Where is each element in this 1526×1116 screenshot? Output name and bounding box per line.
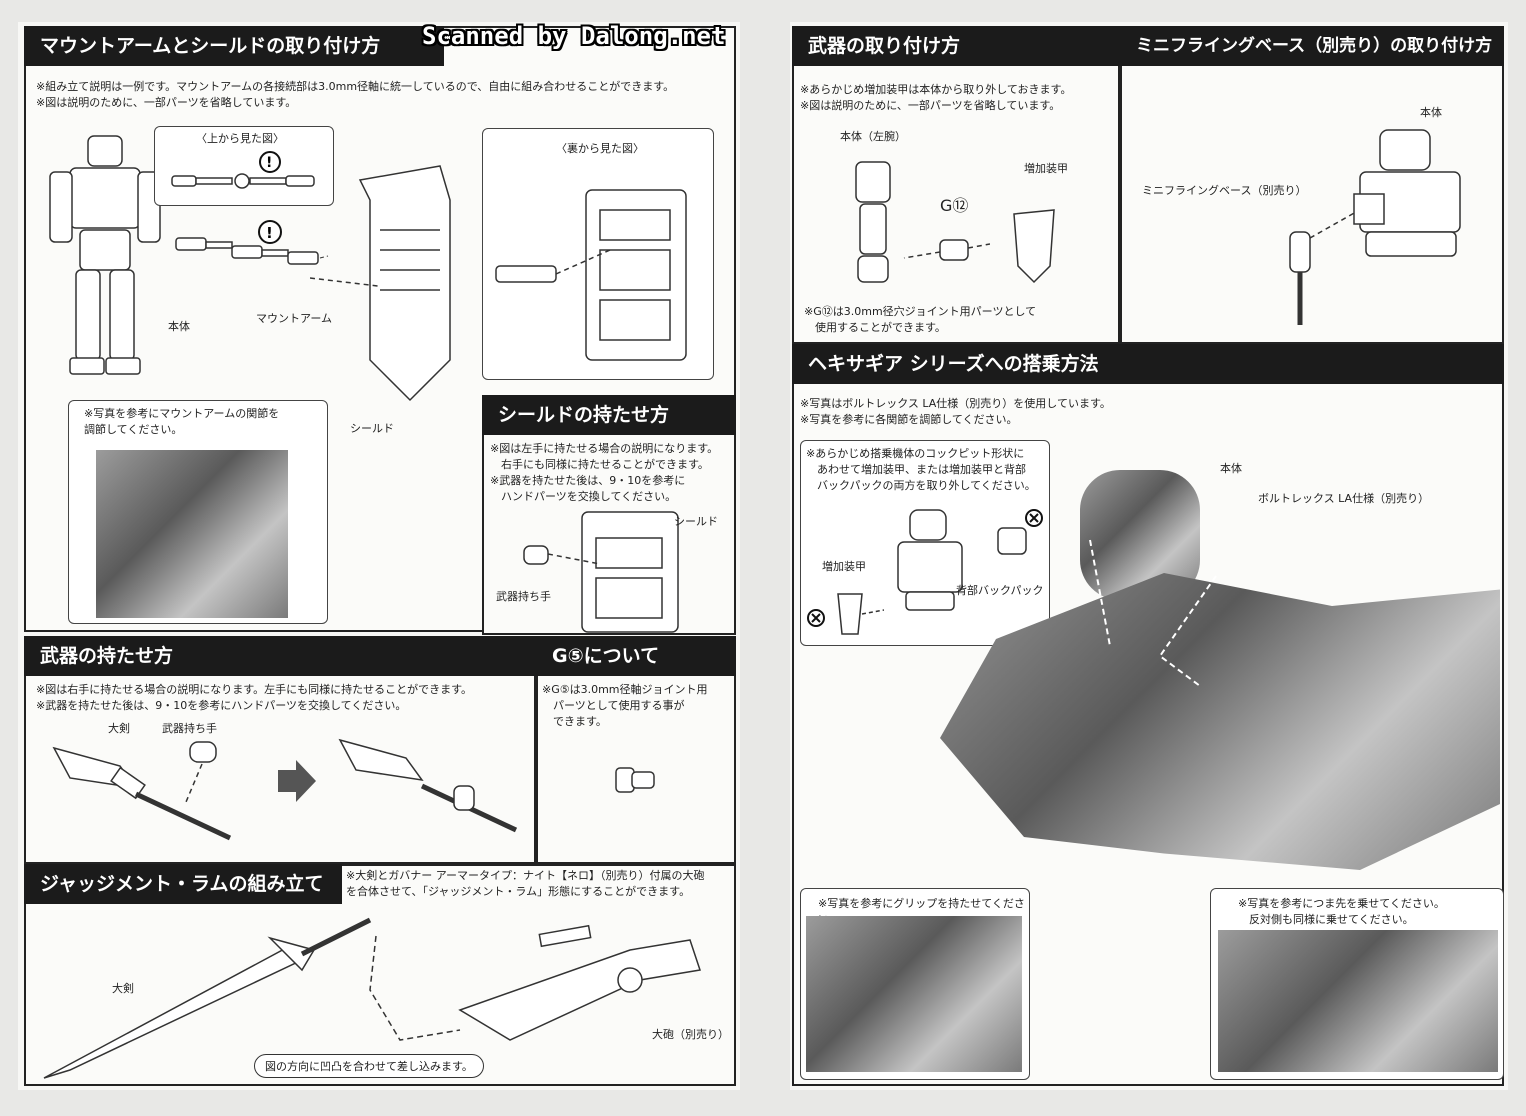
mount-label-arm: マウントアーム bbox=[256, 312, 333, 325]
mini-base-label-base: ミニフライングベース（別売り） bbox=[1142, 184, 1307, 197]
removed-armor-illustration bbox=[807, 593, 884, 635]
weapon-attach-label-part: G⑫ bbox=[940, 196, 969, 215]
hexa-inset-note: ※あらかじめ搭乗機体のコックピット形状に あわせて増加装甲、または増加装甲と背部… bbox=[806, 447, 1036, 492]
armor-part-illustration bbox=[1013, 209, 1055, 284]
weapon-hold-notes: ※図は右手に持たせる場合の説明になります。左手にも同様に持たせることができます。… bbox=[36, 683, 473, 712]
sword-with-hand-illustration bbox=[338, 738, 518, 833]
weapon-attach-notes: ※あらかじめ増加装甲は本体から取り外しておきます。 ※図は説明のために、一部パー… bbox=[800, 83, 1072, 112]
mini-base-label-body: 本体 bbox=[1420, 106, 1442, 119]
g12-part-illustration bbox=[903, 239, 990, 261]
toe-photo bbox=[1218, 930, 1498, 1072]
judgment-ram-notes: ※大剣とガバナー アーマータイプ：ナイト【ネロ】（別売り）付属の大砲 を合体させ… bbox=[346, 869, 705, 898]
weapon-attach-title: 武器の取り付け方 bbox=[792, 26, 1120, 66]
weapon-hold-label-sword: 大剣 bbox=[108, 722, 130, 735]
hexa-toe-note: ※写真を参考につま先を乗せてください。 反対側も同様に乗せてください。 bbox=[1238, 897, 1445, 926]
hexa-label-body: 本体 bbox=[1220, 462, 1242, 475]
back-view-label: 〈裏から見た図〉 bbox=[556, 142, 644, 155]
weapon-attach-foot-note: ※G⑫は3.0mm径穴ジョイント用パーツとして 使用することができます。 bbox=[804, 305, 1037, 334]
mini-base-illustration bbox=[1289, 129, 1461, 325]
weapon-attach-section bbox=[792, 26, 1120, 344]
mount-arm-title: マウントアームとシールドの取り付け方 bbox=[24, 26, 444, 66]
svg-text:!: ! bbox=[266, 224, 273, 242]
judgment-label-sword: 大剣 bbox=[112, 982, 134, 995]
judgment-label-cannon: 大砲（別売り） bbox=[652, 1028, 729, 1041]
hexa-dashed-guides bbox=[1089, 539, 1217, 687]
shield-illustration bbox=[358, 165, 451, 402]
shield-hold-label-hand: 武器持ち手 bbox=[496, 590, 551, 603]
mount-photo-note: ※写真を参考にマウントアームの関節を 調節してください。 bbox=[84, 407, 280, 436]
weapon-hold-title: 武器の持たせ方 bbox=[24, 636, 536, 676]
hexa-label-bolt: ボルトレックス LA仕様（別売り） bbox=[1258, 492, 1430, 505]
mini-base-title: ミニフライングベース（別売り）の取り付け方 bbox=[1120, 26, 1504, 66]
mount-label-shield: シールド bbox=[350, 422, 394, 435]
scan-watermark: Scanned by Dalong.net bbox=[422, 22, 726, 50]
g5-joint-part-illustration bbox=[615, 767, 655, 793]
top-view-label: 〈上から見た図〉 bbox=[196, 132, 284, 145]
weapon-attach-label-body: 本体（左腕） bbox=[840, 130, 906, 143]
hand-part-illustration bbox=[185, 741, 217, 803]
hexa-label-armor: 増加装甲 bbox=[822, 560, 866, 573]
svg-text:!: ! bbox=[266, 155, 272, 171]
top-view-panel bbox=[154, 126, 334, 206]
shield-hold-label-shield: シールド bbox=[674, 515, 718, 528]
mount-arm-top-view-illustration: ! bbox=[171, 151, 315, 189]
judgment-insert-note: 図の方向に凹凸を合わせて差し込みます。 bbox=[254, 1054, 484, 1078]
weapon-hold-label-hand: 武器持ち手 bbox=[162, 722, 217, 735]
mount-label-body: 本体 bbox=[168, 320, 190, 333]
shield-back-view-illustration bbox=[495, 189, 687, 361]
shield-hold-illustration bbox=[523, 511, 679, 633]
left-arm-illustration bbox=[855, 161, 891, 283]
shield-hold-title: シールドの持たせ方 bbox=[482, 395, 736, 435]
hexa-label-backpack: 背部バックパック bbox=[956, 584, 1044, 597]
g5-title: G⑤について bbox=[536, 636, 736, 676]
weapon-attach-label-armor: 増加装甲 bbox=[1024, 162, 1068, 175]
hexa-title: ヘキサギア シリーズへの搭乗方法 bbox=[792, 344, 1504, 384]
judgment-ram-title: ジャッジメント・ラムの組み立て bbox=[24, 864, 342, 904]
robot-figure-illustration bbox=[49, 135, 161, 375]
backpack-illustration bbox=[997, 509, 1043, 555]
mount-arm-illustration: ! bbox=[175, 220, 329, 265]
sword-illustration bbox=[52, 746, 232, 841]
hexa-notes: ※写真はボルトレックス LA仕様（別売り）を使用しています。 ※写真を参考に各関… bbox=[800, 397, 1111, 426]
grip-photo bbox=[806, 916, 1022, 1072]
g5-notes: ※G⑤は3.0mm径軸ジョイント用 パーツとして使用する事が できます。 bbox=[542, 683, 708, 728]
dashed-connector bbox=[310, 277, 379, 287]
step-arrow-icon bbox=[278, 760, 316, 802]
pilot-figure-illustration bbox=[897, 509, 963, 611]
mount-arm-notes: ※組み立て説明は一例です。マウントアームの各接続部は3.0mm径軸に統一している… bbox=[36, 80, 675, 109]
mount-arm-photo bbox=[96, 450, 288, 618]
shield-hold-notes: ※図は左手に持たせる場合の説明になります。 右手にも同様に持たせることができます… bbox=[490, 442, 719, 503]
judgment-ram-illustration bbox=[43, 917, 701, 1079]
